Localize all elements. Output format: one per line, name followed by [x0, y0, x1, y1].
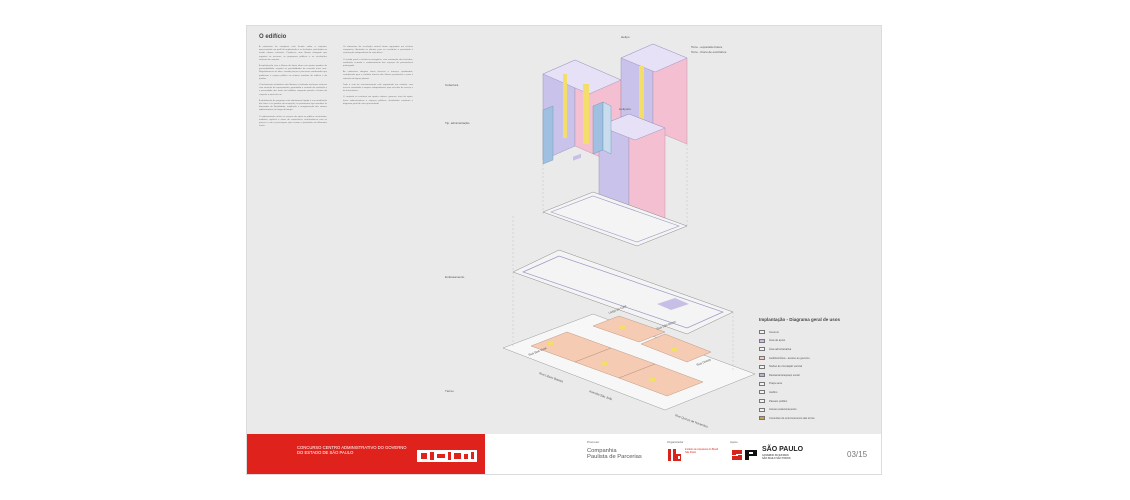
text-column-left: A volumetria do complexo está focada sob… [259, 46, 327, 131]
promotor-caption: Promotor [587, 440, 600, 444]
contest-banner: CONCURSO CENTRO ADMINISTRATIVO DO GOVERN… [247, 434, 485, 474]
paragraph: Toda a cota de estacionamento está organ… [343, 83, 413, 93]
legend-swatch [759, 390, 765, 395]
axonometric-diagram: Helipo Heliporto Torre - expansão futura… [445, 35, 756, 429]
street-label: Largo do Café [608, 304, 627, 315]
label-level-1: Cobertura [445, 83, 459, 87]
presentation-board: O edifício A volumetria do complexo está… [247, 26, 881, 474]
label-level-3: Embasamento [445, 275, 465, 279]
paragraph: O conjunto se estrutura em quatro setore… [343, 96, 413, 105]
legend-item: Jardins [759, 388, 879, 397]
legend-label: Área administrativa [769, 347, 792, 351]
label-heliport: Helipo [621, 35, 630, 39]
level-connectors [512, 144, 734, 372]
legend-label: Auditório/Área - acesso ao governo [769, 356, 810, 360]
sp-title: SÃO PAULO [762, 446, 804, 453]
label-heliport-2: Heliporto [619, 107, 631, 111]
page-title: O edifício [259, 34, 287, 40]
organizador-caption: Organizador [667, 440, 684, 444]
legend-item: Passeio público [759, 397, 879, 406]
organizador-name: Instituto de Arquitetos do Brasil São Pa… [685, 448, 718, 454]
legend-item: Conexões de entroncamento das torres [759, 414, 879, 423]
paragraph: O fechamento volumétrico das lâminas é r… [259, 84, 327, 96]
street-label: Rua Direita [696, 357, 712, 366]
label-level-2: Tip. administração [445, 121, 470, 125]
page-number: 03/15 [847, 450, 868, 459]
sp-subtitle-1: GOVERNO DO ESTADO [762, 454, 789, 457]
legend-item: Área administrativa [759, 345, 879, 354]
paragraph: A distribuição do programa está diretame… [259, 99, 327, 112]
label-note-1: Torre - expansão futura [691, 45, 722, 49]
legend-item: Acesso estacionamento [759, 405, 879, 414]
legend-item: Núcleo de circulação vertical [759, 362, 879, 371]
legend-label: Acesso estacionamento [769, 408, 797, 412]
legend-title: Implantação - Diagrama geral de usos [759, 317, 841, 322]
label-note-2: Torre - bloco de escritórios [691, 50, 727, 54]
legend-item: Praça seca [759, 380, 879, 389]
legend-swatch [759, 381, 765, 386]
street-label: Rua Quinze de Novembro [675, 413, 709, 429]
legend-item: Governo [759, 328, 879, 337]
legend-label: Governo [769, 330, 779, 334]
legend-swatch [759, 347, 765, 352]
paragraph: Os elementos de circulação vertical fora… [343, 46, 413, 55]
street-label: Rua Boa Vista [528, 346, 548, 357]
promotor-name-1: Companhia [587, 448, 617, 454]
legend-label: Praça seca [769, 382, 782, 386]
legend-swatch [759, 338, 765, 343]
sp-subtitle-2: SÃO PAULO SÃO TODOS [762, 457, 791, 460]
contest-title: CONCURSO CENTRO ADMINISTRATIVO DO GOVERN… [297, 445, 407, 455]
legend-label: Área de apoio [769, 339, 786, 343]
paragraph: O estudo prevê a eficiência energética, … [343, 58, 413, 68]
paragraph: A implantação com a lâmina de baixo altu… [259, 65, 327, 80]
paragraph: O embasamento reúne os serviços de apoio… [259, 115, 327, 128]
legend-item: Área de apoio [759, 337, 879, 346]
street-label: Avenida São João [589, 389, 614, 401]
legend-label: Núcleo de circulação vertical [769, 365, 803, 369]
sp-government-logo-icon [732, 450, 757, 460]
legend-label: Restaurante/espaço social [769, 373, 800, 377]
street-label: Rua Líbero Badaró [539, 371, 565, 384]
legend-swatch [759, 407, 765, 412]
legend-swatch [759, 416, 765, 421]
promotor-name-2: Paulista de Parcerias [587, 454, 642, 461]
sp-text: SÃO PAULO GOVERNO DO ESTADO SÃO PAULO SÃ… [762, 446, 803, 460]
legend-label: Jardins [769, 390, 778, 394]
legend-item: Auditório/Área - acesso ao governo [759, 354, 879, 363]
text-column-right: Os elementos de circulação vertical fora… [343, 46, 413, 109]
paragraph: A volumetria do complexo está focada sob… [259, 46, 327, 61]
legend: Implantação - Diagrama geral de usos Gov… [759, 317, 879, 423]
promotor-logo: Companhia Paulista de Parcerias [587, 448, 642, 461]
legend-item: Restaurante/espaço social [759, 371, 879, 380]
towers [542, 43, 688, 221]
footer: CONCURSO CENTRO ADMINISTRATIVO DO GOVERN… [247, 434, 881, 474]
legend-swatch [759, 373, 765, 378]
legend-swatch [759, 364, 765, 369]
legend-swatch [759, 399, 765, 404]
legend-label: Conexões de entroncamento das torres [769, 416, 815, 420]
label-level-4: Térreo [445, 389, 454, 393]
apoio-caption: Apoio [730, 440, 738, 444]
ground-plan [502, 313, 756, 411]
skyline-logo-icon [417, 450, 477, 462]
legend-label: Passeio público [769, 399, 788, 403]
paragraph: As coberturas abrigam áreas técnicas e t… [343, 71, 413, 80]
legend-swatch [759, 330, 765, 335]
street-label: Rua São Bento [656, 319, 677, 330]
iab-logo-icon [668, 449, 681, 461]
legend-swatch [759, 356, 765, 361]
